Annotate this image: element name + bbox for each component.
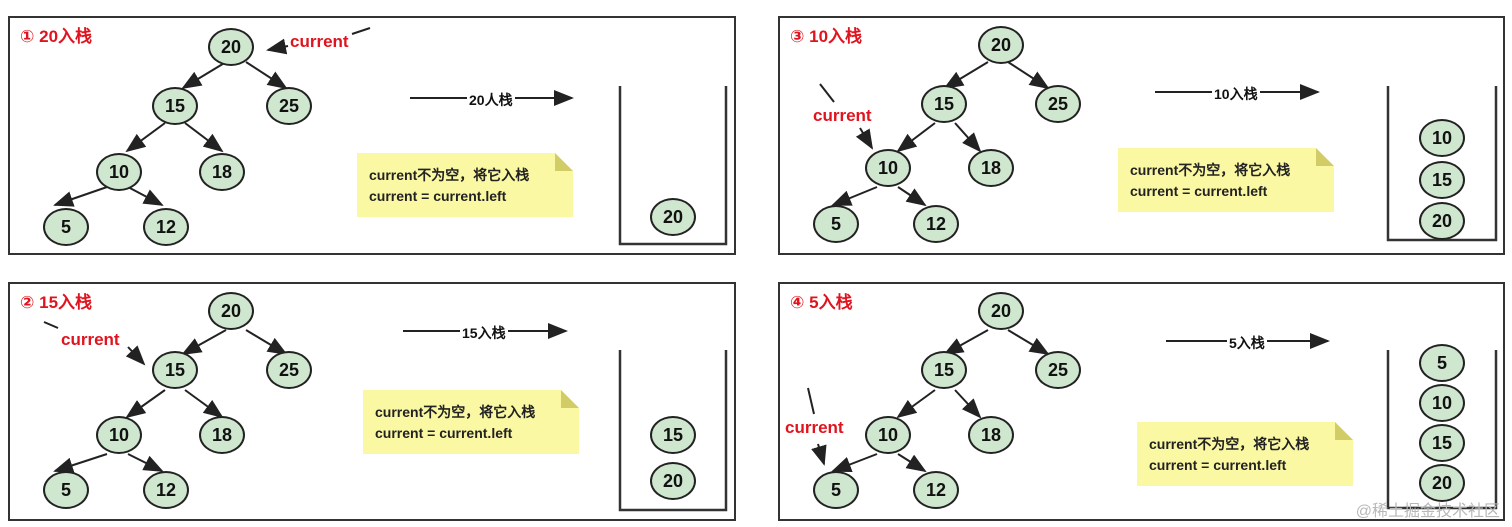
tree-node-12: 12 (143, 471, 189, 509)
stack-item: 20 (1419, 202, 1465, 240)
tree-node-18: 18 (199, 416, 245, 454)
tree-node-15: 15 (152, 351, 198, 389)
push-arrow-label: 15入栈 (460, 323, 508, 343)
step-title: ③ 10入栈 (790, 27, 863, 46)
tree-node-25: 25 (1035, 85, 1081, 123)
step-title: ④ 5入栈 (790, 293, 853, 312)
note-line-2: current = current.left (1149, 457, 1287, 473)
stack-item: 15 (650, 416, 696, 454)
tree-node-12: 12 (913, 471, 959, 509)
watermark: @稀土掘金技术社区 (1355, 503, 1500, 520)
stack-item: 10 (1419, 119, 1465, 157)
tree-node-20: 20 (978, 26, 1024, 64)
note-fold-corner (561, 390, 579, 408)
panel-step-3: ③ 10入栈 20 15 25 10 18 5 12 current 10入栈 … (778, 16, 1505, 255)
stack-item: 20 (650, 462, 696, 500)
stack-item: 15 (1419, 161, 1465, 199)
tree-node-5: 5 (813, 205, 859, 243)
connector-lines (819, 61, 1498, 242)
tree-node-20: 20 (978, 292, 1024, 330)
push-arrow-label: 20人栈 (467, 90, 515, 110)
stack-item: 20 (650, 198, 696, 236)
sticky-note: current不为空，将它入栈 current = current.left (357, 153, 573, 217)
tree-node-5: 5 (813, 471, 859, 509)
tree-node-18: 18 (199, 153, 245, 191)
tree-node-15: 15 (152, 87, 198, 125)
current-pointer-label: current (785, 418, 844, 437)
panel-step-1: ① 20入栈 20 15 25 10 18 5 12 current 20人栈 … (8, 16, 736, 255)
current-pointer-label: current (61, 330, 120, 349)
tree-node-20: 20 (208, 28, 254, 66)
tree-node-25: 25 (266, 87, 312, 125)
push-arrow-label: 10入栈 (1212, 84, 1260, 104)
tree-node-25: 25 (266, 351, 312, 389)
tree-node-18: 18 (968, 149, 1014, 187)
current-pointer-label: current (813, 106, 872, 125)
tree-node-15: 15 (921, 351, 967, 389)
sticky-note: current不为空，将它入栈 current = current.left (1118, 148, 1334, 212)
tree-node-10: 10 (865, 416, 911, 454)
tree-node-18: 18 (968, 416, 1014, 454)
note-fold-corner (1335, 422, 1353, 440)
connector-lines (807, 329, 1498, 510)
step-title: ① 20入栈 (20, 27, 93, 46)
note-fold-corner (555, 153, 573, 171)
tree-node-5: 5 (43, 208, 89, 246)
tree-node-15: 15 (921, 85, 967, 123)
note-line-2: current = current.left (1130, 183, 1268, 199)
tree-node-10: 10 (96, 153, 142, 191)
stack-item: 15 (1419, 424, 1465, 462)
note-line-2: current = current.left (369, 188, 507, 204)
note-line-1: current不为空，将它入栈 (1130, 162, 1291, 178)
tree-node-10: 10 (865, 149, 911, 187)
tree-node-25: 25 (1035, 351, 1081, 389)
connector-lines (53, 27, 728, 246)
push-arrow-label: 5入栈 (1227, 333, 1267, 353)
stack-item: 10 (1419, 384, 1465, 422)
sticky-note: current不为空，将它入栈 current = current.left (363, 390, 579, 454)
tree-node-12: 12 (143, 208, 189, 246)
tree-node-5: 5 (43, 471, 89, 509)
note-line-1: current不为空，将它入栈 (375, 404, 536, 420)
step-title: ② 15入栈 (20, 293, 93, 312)
sticky-note: current不为空，将它入栈 current = current.left (1137, 422, 1353, 486)
tree-node-20: 20 (208, 292, 254, 330)
note-line-1: current不为空，将它入栈 (1149, 436, 1310, 452)
note-line-2: current = current.left (375, 425, 513, 441)
stack-item: 5 (1419, 344, 1465, 382)
tree-node-12: 12 (913, 205, 959, 243)
stack-item: 20 (1419, 464, 1465, 502)
panel-step-4: ④ 5入栈 20 15 25 10 18 5 12 current 5入栈 cu… (778, 282, 1505, 521)
note-line-1: current不为空，将它入栈 (369, 167, 530, 183)
current-pointer-label: current (290, 32, 349, 51)
tree-node-10: 10 (96, 416, 142, 454)
panel-step-2: ② 15入栈 20 15 25 10 18 5 12 current 15入栈 … (8, 282, 736, 521)
note-fold-corner (1316, 148, 1334, 166)
